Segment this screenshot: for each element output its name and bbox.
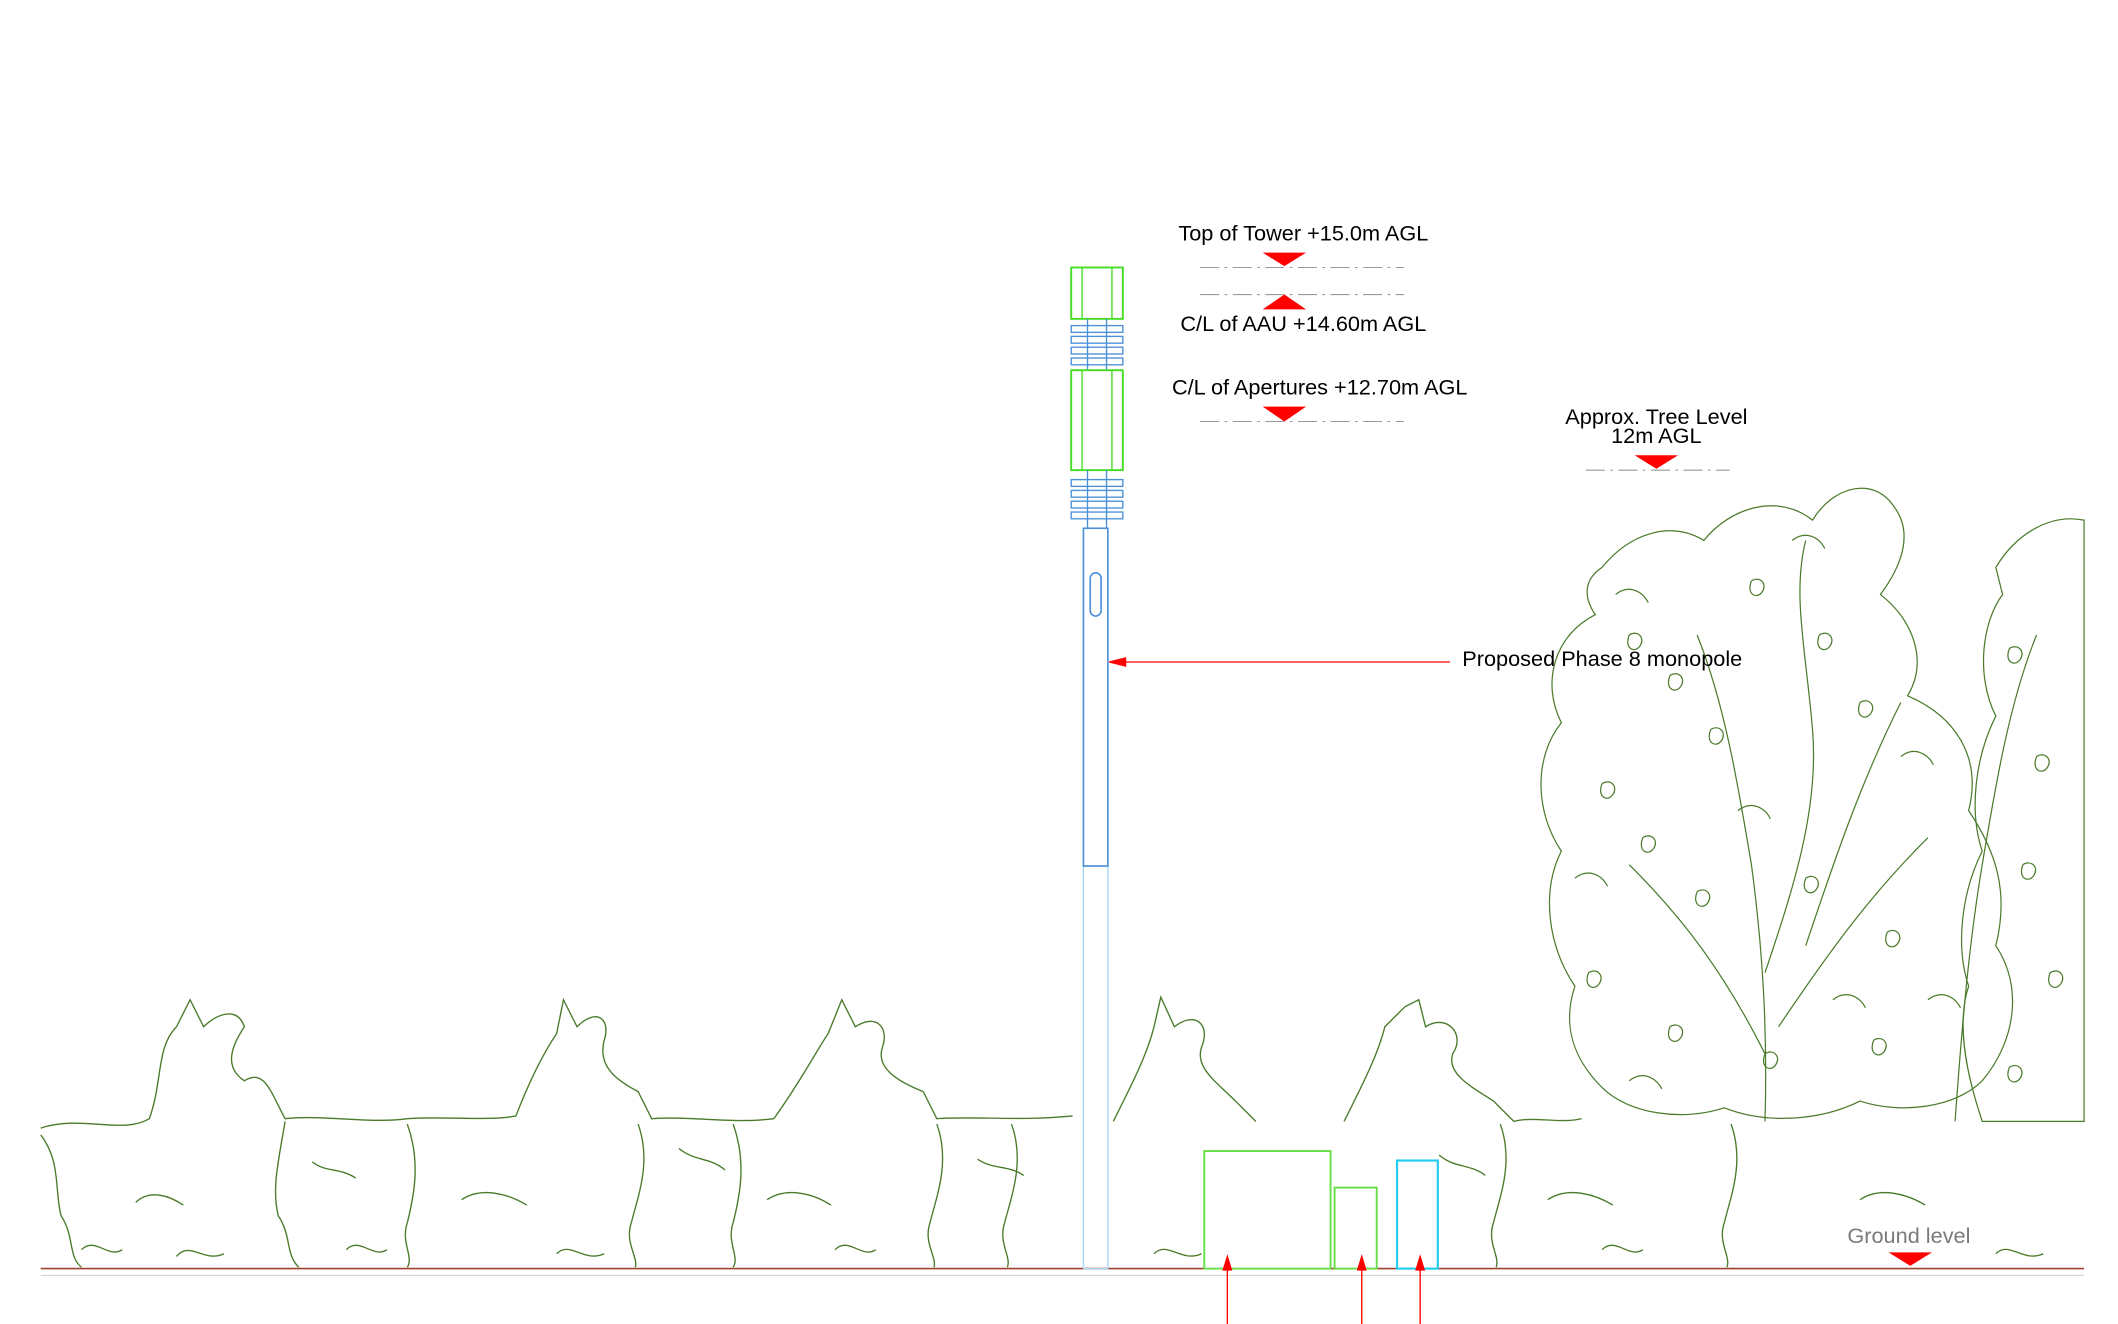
ground-level-label: Ground level — [1847, 1223, 1970, 1248]
lower-brackets — [1070, 470, 1124, 529]
antenna-head — [1070, 266, 1124, 529]
apertures-level-marker — [1262, 406, 1307, 422]
monopole-shaft — [1082, 527, 1109, 867]
cabinet-large — [1203, 1150, 1332, 1270]
monopole-leader — [1109, 657, 1451, 667]
apertures-label: C/L of Apertures +12.70m AGL — [1172, 375, 1467, 400]
hedge-vegetation — [40, 994, 2044, 1268]
tree-level-label-line1: Approx. Tree Level — [1565, 404, 1747, 429]
monopole-callout-label: Proposed Phase 8 monopole — [1462, 646, 1742, 671]
ground-level-marker — [1888, 1252, 1932, 1266]
cabinet-leaders — [1222, 1254, 1426, 1324]
aau-label: C/L of AAU +14.60m AGL — [1180, 311, 1426, 336]
cabinet-meter — [1395, 1159, 1439, 1270]
aau-level-marker — [1262, 294, 1307, 310]
tree-group — [1540, 487, 2085, 1122]
equipment-cabinets — [1203, 1150, 1439, 1270]
cabinet-small — [1333, 1186, 1378, 1270]
upper-brackets — [1070, 318, 1124, 371]
tree-level-label-line2: 12m AGL — [1611, 423, 1702, 448]
tree-level-marker — [1634, 455, 1679, 469]
aau-antenna — [1070, 266, 1124, 320]
ground-line — [40, 1267, 2085, 1276]
top-of-tower-marker — [1262, 252, 1307, 267]
top-of-tower-label: Top of Tower +15.0m AGL — [1178, 221, 1428, 246]
aperture-antenna — [1070, 369, 1124, 472]
level-markers — [1262, 252, 1932, 1266]
level-lines — [1200, 266, 1730, 471]
monopole-base — [1082, 865, 1109, 1270]
